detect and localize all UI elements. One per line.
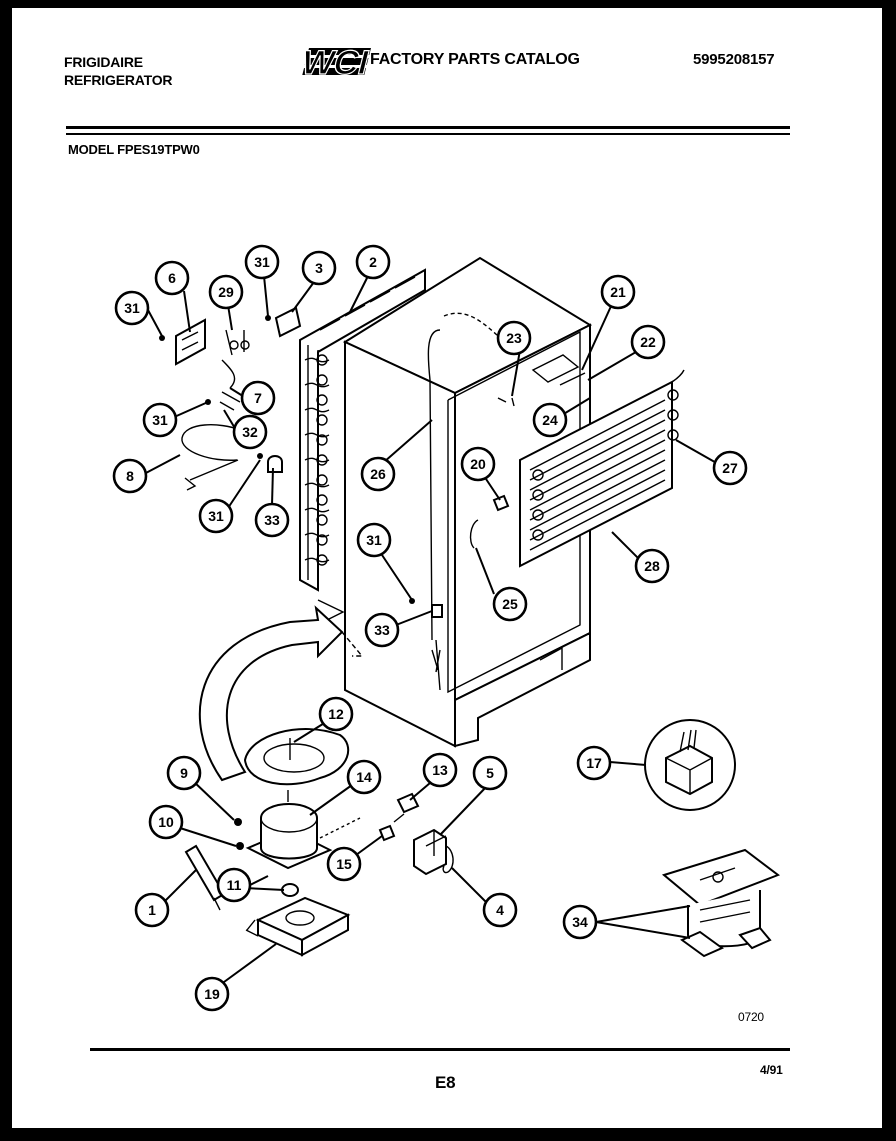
evaporator-drawing (519, 354, 685, 568)
svg-text:14: 14 (356, 769, 372, 785)
product-type: REFRIGERATOR (64, 72, 173, 88)
model-label: MODEL FPES19TPW0 (68, 142, 200, 157)
page-number: E8 (435, 1073, 456, 1092)
svg-text:31: 31 (152, 412, 168, 428)
wci-logo: WCI (302, 44, 372, 80)
callout-17: 17 (576, 745, 612, 781)
detail-17-drawing (644, 719, 736, 811)
svg-text:1: 1 (148, 902, 156, 918)
callout-3: 3 (301, 250, 337, 286)
callout-6: 6 (154, 260, 190, 296)
svg-text:4: 4 (496, 902, 504, 918)
callout-20: 20 (460, 446, 496, 482)
svg-text:7: 7 (254, 390, 262, 406)
callout-7: 7 (240, 380, 276, 416)
mounting-pan-drawing (243, 728, 350, 786)
compressor-drawing (234, 790, 361, 897)
svg-text:27: 27 (722, 460, 738, 476)
svg-text:3: 3 (315, 260, 323, 276)
callout-26: 26 (360, 456, 396, 492)
svg-text:11: 11 (227, 877, 242, 893)
svg-text:26: 26 (370, 466, 386, 482)
svg-text:22: 22 (640, 334, 656, 350)
header-rule (66, 126, 790, 129)
svg-text:29: 29 (218, 284, 234, 300)
callout-31-d: 31 (198, 498, 234, 534)
callout-8: 8 (112, 458, 148, 494)
detail-34-drawing (661, 848, 781, 958)
callout-5: 5 (472, 755, 508, 791)
callout-33-b: 33 (364, 612, 400, 648)
electrical-parts-drawing (378, 792, 454, 876)
callout-19: 19 (194, 976, 230, 1012)
bracket-drawing (245, 896, 351, 957)
catalog-part-number: 5995208157 (693, 51, 775, 68)
callout-31-e: 31 (356, 522, 392, 558)
callout-11: 11 (216, 867, 252, 903)
svg-text:10: 10 (158, 814, 174, 830)
svg-text:31: 31 (254, 254, 270, 270)
callout-14: 14 (346, 759, 382, 795)
svg-text:25: 25 (502, 596, 518, 612)
callout-15: 15 (326, 846, 362, 882)
callout-31-a: 31 (114, 290, 150, 326)
brand-name: FRIGIDAIRE (64, 54, 143, 70)
revision-date: 4/91 (760, 1063, 783, 1077)
svg-text:6: 6 (168, 270, 176, 286)
callout-12: 12 (318, 696, 354, 732)
svg-text:23: 23 (506, 330, 522, 346)
callout-29: 29 (208, 274, 244, 310)
svg-text:33: 33 (264, 512, 280, 528)
svg-text:31: 31 (124, 300, 140, 316)
svg-text:24: 24 (542, 412, 558, 428)
callout-1: 1 (134, 892, 170, 928)
small-parts-drawing (159, 306, 515, 673)
callout-23: 23 (496, 320, 532, 356)
drawing-code: 0720 (738, 1010, 764, 1024)
svg-text:31: 31 (366, 532, 382, 548)
callout-21: 21 (600, 274, 636, 310)
svg-text:15: 15 (336, 856, 352, 872)
callout-10: 10 (148, 804, 184, 840)
footer-rule (90, 1048, 790, 1051)
callout-33-a: 33 (254, 502, 290, 538)
callout-13: 13 (422, 752, 458, 788)
callout-32: 32 (232, 414, 268, 450)
callout-22: 22 (630, 324, 666, 360)
callout-34: 34 (562, 904, 598, 940)
svg-text:34: 34 (572, 914, 588, 930)
svg-text:13: 13 (432, 762, 448, 778)
svg-text:32: 32 (242, 424, 258, 440)
callout-31-c: 31 (142, 402, 178, 438)
svg-text:WCI: WCI (302, 44, 372, 80)
callout-25: 25 (492, 586, 528, 622)
callout-2: 2 (355, 244, 391, 280)
svg-text:2: 2 (369, 254, 377, 270)
svg-text:12: 12 (328, 706, 344, 722)
svg-text:28: 28 (644, 558, 660, 574)
arrow-drawing (199, 605, 364, 782)
svg-text:21: 21 (610, 284, 626, 300)
svg-text:20: 20 (470, 456, 486, 472)
catalog-title: FACTORY PARTS CATALOG (370, 51, 580, 68)
svg-text:17: 17 (586, 755, 602, 771)
svg-text:19: 19 (204, 986, 220, 1002)
svg-text:5: 5 (486, 765, 494, 781)
callout-31-b: 31 (244, 244, 280, 280)
callout-9: 9 (166, 755, 202, 791)
header-rule-thin (66, 133, 790, 135)
condenser-drawing (299, 268, 426, 623)
callout-27: 27 (712, 450, 748, 486)
callout-4: 4 (482, 892, 518, 928)
callout-24: 24 (532, 402, 568, 438)
svg-text:31: 31 (208, 508, 224, 524)
svg-text:9: 9 (180, 765, 188, 781)
callout-28: 28 (634, 548, 670, 584)
svg-text:8: 8 (126, 468, 134, 484)
svg-text:33: 33 (374, 622, 390, 638)
